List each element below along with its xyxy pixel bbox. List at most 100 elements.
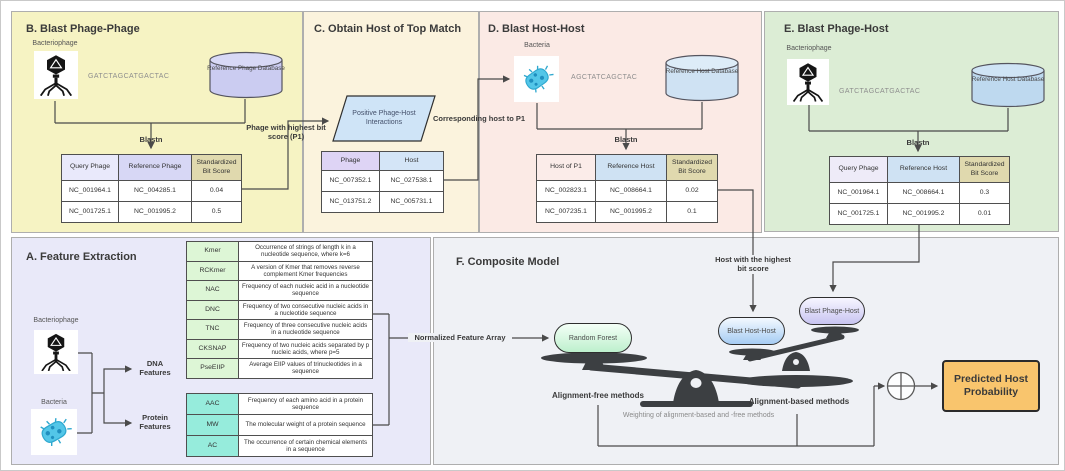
feature-desc: Occurrence of strings of length k in a n…	[238, 241, 373, 262]
feature-desc: Frequency of each amino acid in a protei…	[238, 393, 373, 415]
predicted-host-probability-box: Predicted Host Probability	[942, 360, 1040, 412]
database-label: Reference Host Database	[971, 76, 1045, 83]
table-cell: NC_001995.2	[595, 201, 667, 223]
table-cell: 0.02	[666, 180, 718, 202]
random-forest-node: Random Forest	[554, 323, 632, 353]
reference-host-database-e: Reference Host Database	[969, 62, 1047, 108]
table-cell: NC_001725.1	[829, 203, 888, 225]
bacteriophage-icon-b	[34, 51, 78, 99]
query-sequence-e: GATCTAGCATGACTAC	[839, 88, 921, 95]
col-header: Host of P1	[536, 154, 596, 181]
col-header: Query Phage	[61, 154, 119, 181]
alignment-free-label: Alignment-free methods	[551, 391, 644, 400]
alignment-based-label: Alignment-based methods	[748, 397, 850, 406]
database-label: Reference Phage Database	[207, 65, 285, 72]
bacteria-label-a: Bacteria	[41, 399, 67, 406]
table-cell: NC_007352.1	[321, 170, 380, 192]
feature-name: AC	[186, 435, 239, 457]
table-cell: 0.1	[666, 201, 718, 223]
phage-label-e: Bacteriophage	[786, 45, 832, 52]
feature-desc: The molecular weight of a protein sequen…	[238, 414, 373, 436]
table-cell: NC_002823.1	[536, 180, 596, 202]
table-cell: 0.5	[191, 201, 242, 223]
table-cell: NC_001995.2	[887, 203, 960, 225]
table-cell: NC_004285.1	[118, 180, 192, 202]
bacteriophage-icon-a	[34, 330, 78, 374]
panel-d-title: D. Blast Host-Host	[488, 23, 585, 35]
reference-host-database-d: Reference Host Database	[663, 54, 741, 102]
phage-label-b: Bacteriophage	[32, 40, 78, 47]
bacteria-icon-a	[31, 409, 77, 455]
dna-features-branch: DNA Features	[139, 359, 171, 378]
bacteria-label-d: Bacteria	[524, 42, 550, 49]
panel-a-title: A. Feature Extraction	[26, 251, 137, 263]
corresponding-host-label: Corresponding host to P1	[432, 114, 526, 123]
feature-name: TNC	[186, 319, 239, 340]
feature-name: Kmer	[186, 241, 239, 262]
col-header: Phage	[321, 151, 380, 171]
panel-c-title: C. Obtain Host of Top Match	[314, 23, 462, 35]
col-header: Reference Phage	[118, 154, 192, 181]
feature-name: RCKmer	[186, 260, 239, 281]
positive-interactions-label: Positive Phage-Host Interactions	[352, 110, 416, 126]
feature-desc: Average EIIP values of trinucleotides in…	[238, 358, 373, 379]
feature-desc: Frequency of two consecutive nucleic aci…	[238, 299, 373, 320]
feature-desc: Frequency of three consecutive nucleic a…	[238, 319, 373, 340]
protein-features-branch: Protein Features	[139, 413, 171, 432]
col-header: Standardized Bit Score	[959, 156, 1010, 183]
feature-name: DNC	[186, 299, 239, 320]
table-cell: NC_001995.2	[118, 201, 192, 223]
table-cell: NC_013751.2	[321, 191, 380, 213]
bacteria-icon-d	[514, 56, 559, 102]
table-cell: NC_005731.1	[379, 191, 444, 213]
table-cell: NC_008664.1	[887, 182, 960, 204]
normalized-feature-array-label: Normalized Feature Array	[408, 333, 512, 343]
panel-e-title: E. Blast Phage-Host	[784, 23, 889, 35]
feature-name: NAC	[186, 280, 239, 301]
col-header: Host	[379, 151, 444, 171]
col-header: Standardized Bit Score	[191, 154, 242, 181]
table-cell: NC_007235.1	[536, 201, 596, 223]
blast-host-host-node: Blast Host-Host	[718, 317, 785, 345]
table-cell: NC_008664.1	[595, 180, 667, 202]
top-phage-label: Phage with highest bit score (P1)	[246, 123, 326, 142]
feature-desc: Frequency of each nucleic acid in a nucl…	[238, 280, 373, 301]
database-label: Reference Host Database	[665, 68, 739, 75]
table-cell: NC_001964.1	[829, 182, 888, 204]
table-cell: NC_001964.1	[61, 180, 119, 202]
feature-name: PseEIIP	[186, 358, 239, 379]
table-cell: 0.01	[959, 203, 1010, 225]
feature-name: CKSNAP	[186, 338, 239, 359]
col-header: Reference Host	[887, 156, 960, 183]
col-header: Query Phage	[829, 156, 888, 183]
feature-name: AAC	[186, 393, 239, 415]
query-sequence-b: GATCTAGCATGACTAC	[88, 73, 170, 80]
table-cell: 0.04	[191, 180, 242, 202]
col-header: Reference Host	[595, 154, 667, 181]
blast-phage-host-node: Blast Phage-Host	[799, 297, 865, 325]
table-cell: NC_001725.1	[61, 201, 119, 223]
phage-label-a: Bacteriophage	[33, 317, 79, 324]
feature-desc: The occurrence of certain chemical eleme…	[238, 435, 373, 457]
panel-f-title: F. Composite Model	[456, 256, 560, 268]
feature-desc: Frequency of two nucleic acids separated…	[238, 338, 373, 359]
top-host-label: Host with the highest bit score	[713, 255, 793, 274]
blastn-label-e: Blastn	[906, 138, 930, 147]
blastn-label-b: Blastn	[139, 135, 163, 144]
col-header: Standardized Bit Score	[666, 154, 718, 181]
host-sequence-d: AGCTATCAGCTAC	[571, 74, 638, 81]
feature-desc: A version of Kmer that removes reverse c…	[238, 260, 373, 281]
feature-name: MW	[186, 414, 239, 436]
panel-b-title: B. Blast Phage-Phage	[26, 23, 140, 35]
table-cell: 0.3	[959, 182, 1010, 204]
reference-phage-database: Reference Phage Database	[207, 51, 285, 99]
weighting-label: Weighting of alignment-based and -free m…	[622, 412, 775, 419]
table-cell: NC_027538.1	[379, 170, 444, 192]
